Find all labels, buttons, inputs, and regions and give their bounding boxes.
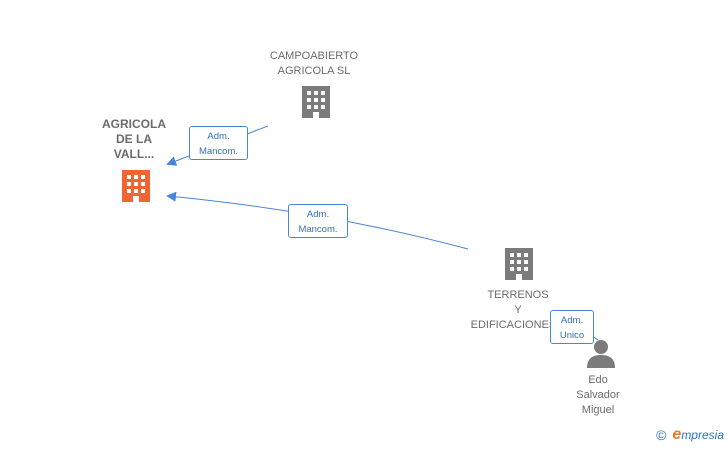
edge-label-terrenos-to-vall: Adm. Mancom. xyxy=(288,204,348,238)
building-icon[interactable] xyxy=(300,84,332,120)
empresia-watermark: © empresia xyxy=(656,426,724,444)
node-edo-label[interactable]: Edo Salvador Miguel xyxy=(576,374,620,416)
node-terrenos-label[interactable]: TERRENOS Y EDIFICACIONES... xyxy=(470,289,566,331)
edge-label-campo-to-vall: Adm. Mancom. xyxy=(189,126,248,160)
brand-logo-e: e xyxy=(672,426,682,443)
person-icon[interactable] xyxy=(585,337,617,369)
building-icon[interactable] xyxy=(120,168,152,204)
building-icon[interactable] xyxy=(503,246,535,282)
node-campoabierto-label[interactable]: CAMPOABIERTO AGRICOLA SL xyxy=(269,50,359,77)
edge-label-edo-to-terrenos: Adm. Unico xyxy=(550,310,594,344)
brand-name: mpresia xyxy=(681,428,724,442)
node-agricola-vall-label[interactable]: AGRICOLA DE LA VALL... xyxy=(102,117,166,161)
copyright-symbol: © xyxy=(656,427,667,443)
